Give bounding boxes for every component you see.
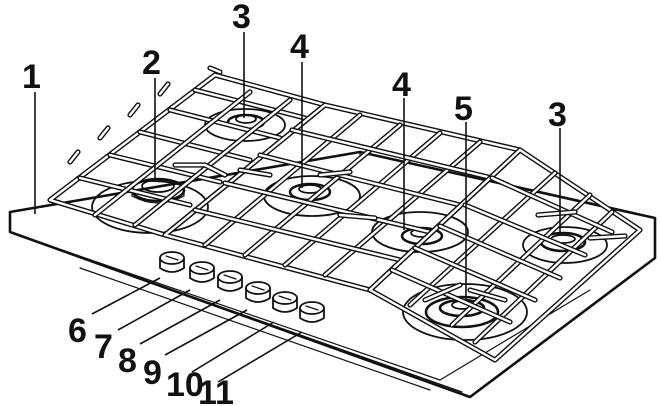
pan-support-right bbox=[367, 147, 643, 363]
hob-top-plate bbox=[8, 150, 657, 399]
control-knob-3[interactable] bbox=[217, 270, 243, 292]
callout-2: 2 bbox=[142, 44, 161, 82]
callout-3-right: 3 bbox=[548, 96, 567, 134]
callout-9: 9 bbox=[143, 354, 162, 392]
pan-supports bbox=[47, 65, 643, 363]
callout-numbers: 1 2 3 4 4 5 3 6 7 8 9 10 11 bbox=[22, 0, 567, 406]
callout-11: 11 bbox=[198, 374, 234, 406]
control-knob-5[interactable] bbox=[272, 291, 298, 313]
callout-5: 5 bbox=[454, 90, 473, 128]
callout-6: 6 bbox=[68, 312, 87, 350]
control-knobs bbox=[159, 251, 325, 323]
burner-well-wok bbox=[402, 283, 528, 341]
callout-7: 7 bbox=[94, 328, 113, 366]
callout-10: 10 bbox=[166, 366, 204, 404]
callout-4-centre: 4 bbox=[290, 28, 309, 66]
callout-1: 1 bbox=[22, 58, 41, 96]
control-knob-2[interactable] bbox=[189, 261, 215, 283]
control-knob-6[interactable] bbox=[299, 301, 325, 323]
leader-lines bbox=[34, 32, 561, 383]
control-knob-4[interactable] bbox=[245, 281, 271, 303]
control-knob-1[interactable] bbox=[159, 251, 185, 273]
callout-3-rear-left: 3 bbox=[232, 0, 251, 36]
burner-well-right bbox=[522, 226, 608, 264]
callout-4-centre-right: 4 bbox=[392, 66, 411, 104]
pan-support-left bbox=[47, 65, 328, 238]
callout-8: 8 bbox=[118, 342, 137, 380]
